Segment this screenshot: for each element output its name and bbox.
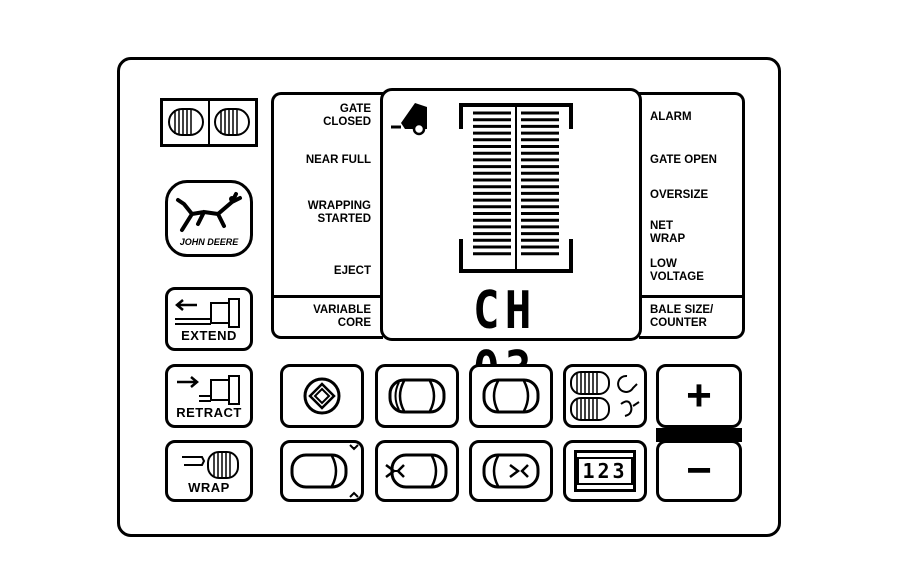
right-label-frame — [639, 92, 745, 339]
logo-text: JOHN DEERE — [179, 237, 239, 247]
control-panel — [117, 57, 781, 537]
left-divider — [271, 295, 380, 298]
gate-open-label: GATE OPEN — [650, 154, 717, 166]
right-divider — [642, 295, 745, 298]
alarm-label: ALARM — [650, 111, 692, 123]
bale-net-icon — [482, 378, 540, 414]
retract-button[interactable]: RETRACT — [165, 364, 253, 428]
bale-net-button[interactable] — [469, 364, 553, 428]
plus-button[interactable]: + — [656, 364, 742, 428]
bale-center-button[interactable] — [375, 440, 459, 502]
bale-edge-icon — [290, 444, 359, 498]
variable-core-label: VARIABLE CORE — [313, 304, 371, 329]
gate-closed-label: GATE CLOSED — [323, 103, 371, 128]
lcd-display: CH 03 — [380, 88, 642, 401]
counter-icon: 123 — [574, 450, 636, 492]
baler-icon — [391, 103, 427, 136]
settings-button[interactable] — [280, 364, 364, 428]
wrapping-started-label: WRAPPING STARTED — [307, 200, 371, 225]
bale-size-counter-label: BALE SIZE/ COUNTER — [650, 304, 714, 329]
retract-label: RETRACT — [176, 404, 242, 420]
bale-icon — [388, 378, 446, 414]
plus-label: + — [686, 371, 712, 420]
bale-edge-button[interactable] — [280, 440, 364, 502]
net-wrap-label: NET WRAP — [650, 220, 686, 245]
wrap-button[interactable]: WRAP — [165, 440, 253, 502]
minus-label: − — [686, 446, 712, 495]
dual-bale-icon — [160, 98, 258, 147]
oversize-label: OVERSIZE — [650, 189, 709, 201]
eject-label: EJECT — [333, 265, 371, 277]
extend-label: EXTEND — [181, 327, 237, 343]
near-full-label: NEAR FULL — [305, 154, 371, 166]
counter-button[interactable]: 123 — [563, 440, 647, 502]
bale-center-icon — [385, 453, 448, 489]
extend-icon — [175, 297, 240, 328]
wrap-label: WRAP — [188, 479, 230, 495]
extend-button[interactable]: EXTEND — [165, 287, 253, 351]
bale-sequence-icon — [570, 371, 640, 421]
bale-button[interactable] — [375, 364, 459, 428]
retract-icon — [177, 374, 240, 405]
bale-center-right-icon — [482, 453, 540, 489]
john-deere-logo-icon — [176, 192, 242, 232]
low-voltage-label: LOW VOLTAGE — [650, 258, 704, 283]
minus-button[interactable]: − — [656, 440, 742, 502]
bale-sequence-button[interactable] — [563, 364, 647, 428]
wrap-icon — [182, 450, 239, 479]
settings-icon — [303, 377, 341, 415]
left-label-frame — [271, 92, 383, 339]
john-deere-logo: JOHN DEERE — [165, 180, 253, 257]
bale-fill-gauge-icon — [391, 103, 573, 273]
bale-center-right-button[interactable] — [469, 440, 553, 502]
counter-digits: 123 — [577, 457, 633, 485]
plus-minus-separator — [656, 428, 742, 442]
